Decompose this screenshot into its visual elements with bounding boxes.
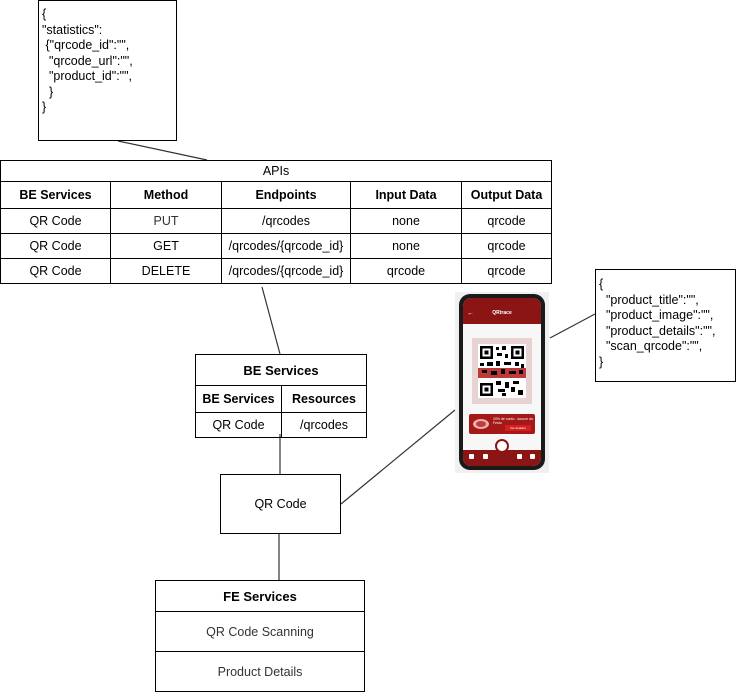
api-service-cell: QR Code bbox=[0, 208, 111, 234]
api-input-cell: qrcode bbox=[350, 258, 462, 284]
home-icon[interactable] bbox=[469, 454, 474, 459]
apis-title: APIs bbox=[0, 160, 553, 182]
be-services-title: BE Services bbox=[194, 354, 368, 386]
api-service-cell: QR Code bbox=[0, 258, 111, 284]
api-output-cell: qrcode bbox=[460, 208, 553, 234]
api-endpoint-cell: /qrcodes bbox=[221, 208, 351, 234]
api-output-cell: qrcode bbox=[460, 258, 553, 284]
api-output-cell: qrcode bbox=[460, 233, 553, 259]
fe-services-table: FE Services QR Code Scanning Product Det… bbox=[155, 580, 365, 692]
list-item: QR Code Scanning bbox=[155, 611, 365, 652]
api-endpoint-cell: /qrcodes/{qrcode_id} bbox=[221, 233, 351, 259]
promo-banner[interactable]: 20% de conto - source du Festu Ver detal… bbox=[469, 414, 535, 434]
qr-code-node-label: QR Code bbox=[254, 497, 307, 511]
api-endpoint-cell: /qrcodes/{qrcode_id} bbox=[221, 258, 351, 284]
profile-icon[interactable] bbox=[530, 454, 535, 459]
back-arrow-icon: ← bbox=[467, 310, 474, 317]
api-method-cell: DELETE bbox=[110, 258, 222, 284]
phone-frame: ← QRtrace bbox=[459, 294, 545, 470]
cart-icon[interactable] bbox=[517, 454, 522, 459]
qr-card bbox=[472, 338, 532, 404]
fe-services-title: FE Services bbox=[155, 580, 365, 612]
app-header: ← QRtrace bbox=[463, 298, 541, 324]
be-header-resources: Resources bbox=[280, 385, 368, 413]
product-json-note: { "product_title":"", "product_image":""… bbox=[595, 269, 736, 382]
api-method-cell: PUT bbox=[110, 208, 222, 234]
be-resource-cell: /qrcodes bbox=[280, 412, 368, 438]
apis-header-method: Method bbox=[110, 181, 222, 209]
qr-code-node: QR Code bbox=[220, 474, 341, 534]
statistics-json-note: { "statistics": {"qrcode_id":"", "qrcode… bbox=[38, 0, 177, 141]
qr-code-icon bbox=[478, 344, 526, 398]
scan-fab-button[interactable] bbox=[495, 439, 509, 453]
table-row: QR Code DELETE /qrcodes/{qrcode_id} qrco… bbox=[0, 258, 553, 284]
be-header-services: BE Services bbox=[195, 385, 282, 413]
apis-header-endpoints: Endpoints bbox=[221, 181, 351, 209]
promo-button[interactable]: Ver detalles bbox=[505, 425, 531, 431]
apis-table: APIs BE Services Method Endpoints Input … bbox=[0, 160, 553, 284]
table-row: QR Code PUT /qrcodes none qrcode bbox=[0, 208, 553, 234]
phone-screen: ← QRtrace bbox=[463, 298, 541, 466]
apis-header-input-data: Input Data bbox=[350, 181, 462, 209]
meat-icon bbox=[473, 419, 489, 429]
api-input-cell: none bbox=[350, 208, 462, 234]
table-row: QR Code /qrcodes bbox=[195, 412, 368, 438]
connector-apis-be bbox=[261, 286, 281, 355]
connector-stats-apis bbox=[117, 140, 208, 161]
be-services-table: BE Services BE Services Resources QR Cod… bbox=[194, 354, 368, 438]
api-input-cell: none bbox=[350, 233, 462, 259]
fe-item-product-details: Product Details bbox=[155, 651, 365, 692]
connector-phone-product bbox=[549, 313, 596, 339]
be-service-cell: QR Code bbox=[195, 412, 282, 438]
api-method-cell: GET bbox=[110, 233, 222, 259]
apis-header-be-services: BE Services bbox=[0, 181, 111, 209]
promo-text: 20% de conto - source du Festu bbox=[493, 417, 533, 425]
apis-header-output-data: Output Data bbox=[460, 181, 553, 209]
app-title: QRtrace bbox=[492, 310, 512, 316]
list-item: Product Details bbox=[155, 651, 365, 692]
api-service-cell: QR Code bbox=[0, 233, 111, 259]
phone-mockup-image: ← QRtrace bbox=[455, 292, 549, 473]
table-row: QR Code GET /qrcodes/{qrcode_id} none qr… bbox=[0, 233, 553, 259]
connector-qr-phone bbox=[340, 409, 456, 505]
fe-item-qr-scanning: QR Code Scanning bbox=[155, 611, 365, 652]
heart-icon[interactable] bbox=[483, 454, 488, 459]
